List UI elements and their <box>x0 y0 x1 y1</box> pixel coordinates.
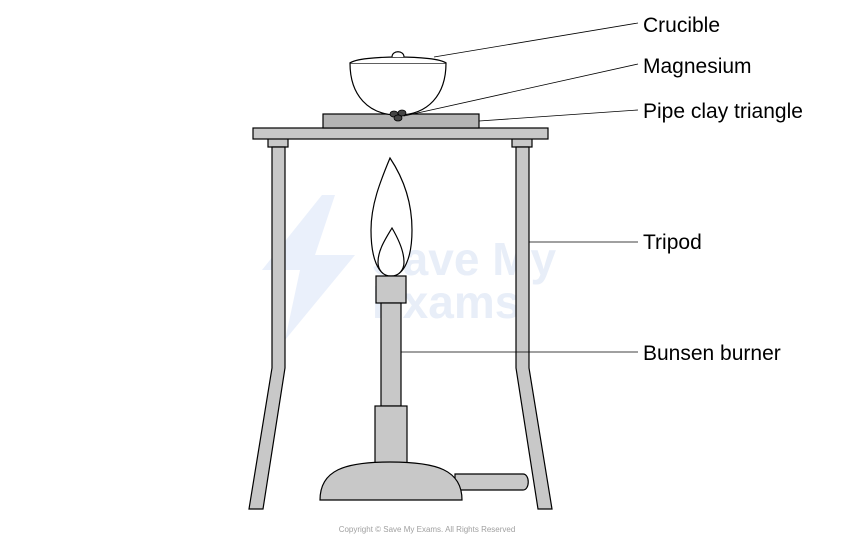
tripod-right-leg <box>515 146 553 510</box>
tripod-top-plate <box>252 127 549 140</box>
label-tripod: Tripod <box>643 231 702 254</box>
gas-inlet <box>454 473 529 491</box>
crucible-bowl <box>349 62 447 116</box>
burner-air-regulator <box>374 405 408 464</box>
copyright-notice: Copyright © Save My Exams. All Rights Re… <box>338 525 516 534</box>
bunsen-burner <box>319 156 529 501</box>
burner-barrel <box>380 302 402 407</box>
crucible-leader <box>433 22 639 58</box>
watermark-bolt-icon <box>262 195 355 340</box>
crucible <box>349 51 447 122</box>
triangle-leader <box>478 109 639 122</box>
leader-lines <box>401 22 639 353</box>
burner-base <box>319 461 463 501</box>
burner-collar <box>375 275 407 304</box>
label-magnesium: Magnesium <box>643 55 752 78</box>
magnesium-leader <box>403 63 639 117</box>
label-pipe-clay-triangle: Pipe clay triangle <box>643 100 803 123</box>
magnesium-pieces <box>389 109 407 122</box>
tripod-left-leg <box>248 146 286 510</box>
tripod <box>248 127 553 510</box>
crucible-lid <box>349 56 447 64</box>
label-crucible: Crucible <box>643 14 721 37</box>
label-bunsen-burner: Bunsen burner <box>643 342 781 365</box>
crucible-lid-knob <box>391 51 405 58</box>
